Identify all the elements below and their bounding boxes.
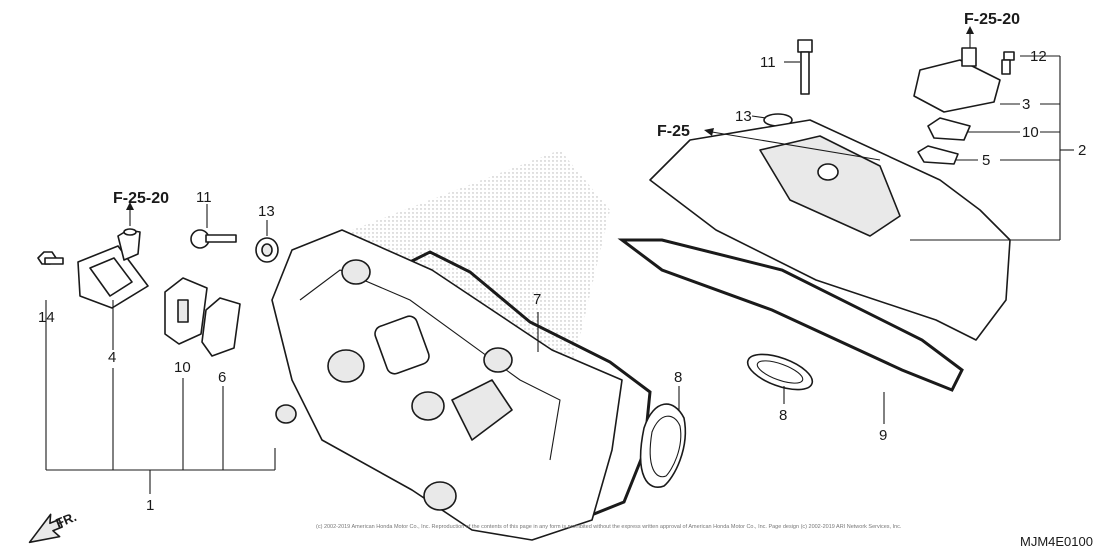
stud-bolt-11[interactable]: [190, 229, 237, 249]
callout-4-left: 4: [108, 349, 116, 366]
cylinder-head-cover-left[interactable]: [271, 229, 623, 541]
ref-label-right-top: F-25-20: [964, 11, 1020, 28]
ref-arrow-f25-20-left: [126, 202, 134, 226]
leader-lines-left: [45, 204, 680, 494]
ref-label-left-top: F-25-20: [113, 190, 169, 207]
ref-label-right-mid: F-25: [657, 123, 690, 140]
seal-8-left[interactable]: [639, 403, 687, 488]
bolt-12[interactable]: [1001, 51, 1015, 75]
callout-1-left: 1: [146, 497, 154, 514]
callout-7-left: 7: [533, 291, 541, 308]
callout-11-right: 11: [760, 54, 776, 71]
callout-14-left: 14: [38, 309, 55, 326]
callout-12-right: 12: [1030, 48, 1047, 65]
drawing-code: MJM4E0100: [1020, 534, 1093, 549]
copyright-text: (c) 2002-2019 American Honda Motor Co., …: [316, 524, 902, 530]
callout-9-right: 9: [879, 427, 887, 444]
rubber-mount-10-right[interactable]: [927, 117, 971, 141]
pad-5[interactable]: [917, 145, 959, 165]
breather-cover-3[interactable]: [913, 47, 1001, 113]
callout-2-right: 2: [1078, 142, 1086, 159]
callout-8-left: 8: [674, 369, 682, 386]
bolt-14[interactable]: [37, 251, 64, 265]
ref-arrow-f25-20-right: [966, 26, 974, 48]
callout-13-right: 13: [735, 108, 752, 125]
rubber-mount-10[interactable]: [164, 277, 208, 345]
seal-8-right[interactable]: [743, 347, 816, 397]
callout-8-right: 8: [779, 407, 787, 424]
leader-lines-right: [751, 55, 1074, 424]
callout-6-left: 6: [218, 369, 226, 386]
stud-bolt-11-right[interactable]: [797, 39, 813, 95]
o-ring-13[interactable]: [255, 237, 279, 263]
callout-10-right: 10: [1022, 124, 1039, 141]
front-arrow-icon: [28, 513, 63, 544]
ref-arrow-f25: [704, 128, 881, 161]
cylinder-head-cover-right[interactable]: [649, 119, 1011, 341]
callout-13-left: 13: [258, 203, 275, 220]
gasket-7-right[interactable]: [617, 238, 964, 392]
callout-5-right: 5: [982, 152, 990, 169]
pad-6[interactable]: [201, 297, 241, 357]
callout-11-left: 11: [196, 189, 212, 206]
breather-cover-4[interactable]: [77, 228, 149, 309]
front-marker-label: FR.: [54, 509, 79, 531]
callout-3-right: 3: [1022, 96, 1030, 113]
callout-10-left: 10: [174, 359, 191, 376]
